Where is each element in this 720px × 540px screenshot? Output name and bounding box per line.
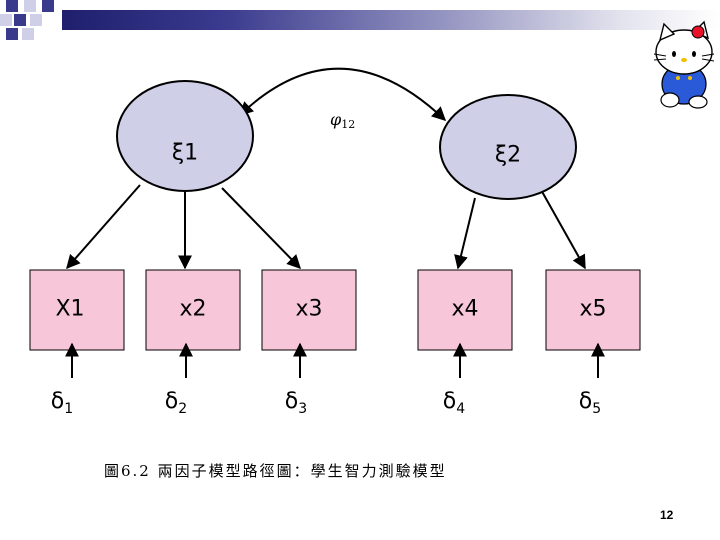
indicator-label-x5: x5 <box>579 296 607 322</box>
checker-square <box>6 0 18 12</box>
indicator-label-x4: x4 <box>451 296 479 322</box>
checker-square <box>42 0 54 12</box>
path-arrow-xi2-x4 <box>454 197 476 270</box>
path-arrow-xi1-x3 <box>221 187 301 270</box>
error-label-3: δ3 <box>284 389 308 417</box>
indicator-box-x1 <box>29 269 125 351</box>
page-number: 12 <box>660 508 674 522</box>
error-label-5: δ5 <box>578 389 602 417</box>
checker-square <box>24 0 36 12</box>
checker-square <box>0 14 12 26</box>
path-arrow-xi1-x1 <box>66 184 141 270</box>
error-label-2: δ2 <box>164 389 188 417</box>
error-label-1: δ1 <box>50 389 74 417</box>
title-gradient-bar <box>62 10 720 30</box>
path-arrow-xi2-x5 <box>539 187 586 270</box>
factor-covariance-arrow <box>238 67 447 121</box>
error-label-4: δ4 <box>442 389 466 417</box>
latent-factor-xi1 <box>116 80 254 192</box>
latent-factor-xi2 <box>439 94 577 200</box>
indicator-box-x3 <box>261 269 357 351</box>
indicator-box-x5 <box>545 269 641 351</box>
covariance-label: φ12 <box>330 110 356 131</box>
indicator-label-x3: x3 <box>295 296 323 322</box>
checker-square <box>30 14 42 26</box>
indicator-box-x2 <box>145 269 241 351</box>
latent-factor-label-xi1: ξ1 <box>171 140 199 166</box>
checker-square <box>22 28 34 40</box>
figure-caption: 圖6.2 兩因子模型路徑圖：學生智力測驗模型 <box>104 462 447 480</box>
indicator-box-x4 <box>417 269 513 351</box>
hello-kitty-mascot-icon <box>653 20 715 109</box>
checker-square <box>14 14 26 26</box>
latent-factor-label-xi2: ξ2 <box>494 142 522 168</box>
corner-checker-decoration <box>0 0 54 40</box>
indicator-label-x1: X1 <box>55 296 85 322</box>
indicator-label-x2: x2 <box>179 296 207 322</box>
checker-square <box>6 28 18 40</box>
